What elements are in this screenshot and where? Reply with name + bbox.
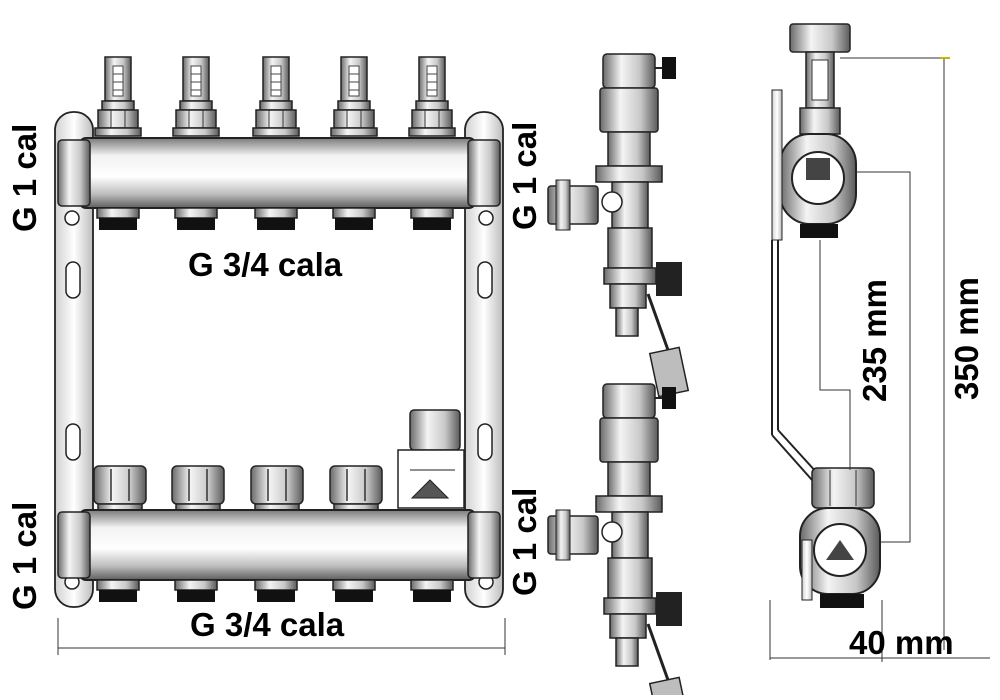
bottom-side-inlet-label: G 1 cal <box>506 487 543 596</box>
total-height-label: 350 mm <box>948 277 985 400</box>
depth-dimension-label: 40 mm <box>849 624 954 661</box>
axis-distance-label: 235 mm <box>856 279 893 402</box>
top-left-inlet-label: G 1 cal <box>6 123 43 232</box>
bottom-left-inlet-label: G 1 cal <box>6 501 43 610</box>
top-outlet-thread-label: G 3/4 cala <box>188 246 343 283</box>
top-side-inlet-label: G 1 cal <box>506 121 543 230</box>
bottom-outlet-thread-label: G 3/4 cala <box>190 606 345 643</box>
